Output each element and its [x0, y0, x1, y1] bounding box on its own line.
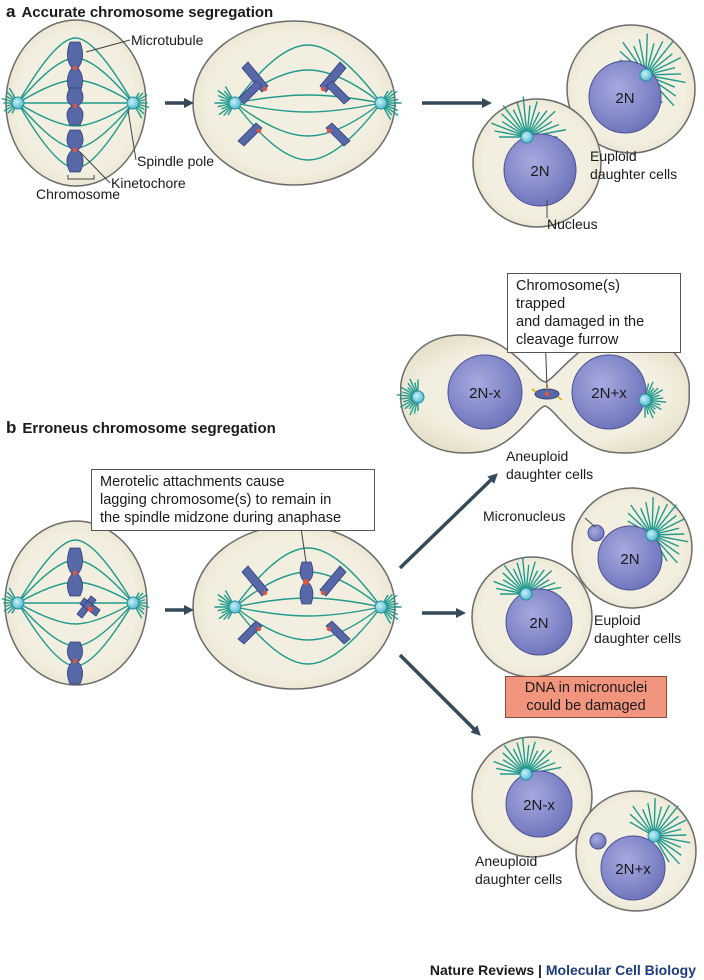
microtubule: [234, 606, 309, 617]
microtubule: [307, 597, 382, 608]
euploid-daughter-micronucleus: [571, 487, 693, 609]
nucleus-label: 2N+x: [615, 861, 651, 878]
microtubule: [307, 571, 382, 608]
nucleus: [447, 354, 523, 430]
nucleus-label: 2N: [615, 90, 634, 107]
microtubule: [75, 602, 134, 625]
label-aneuploid-bottom-2: daughter cells: [475, 871, 563, 887]
microtubule: [234, 44, 309, 104]
microtubule: [307, 547, 382, 608]
nucleus-label: 2N+x: [591, 385, 627, 402]
label-aneuploid-top-2: daughter cells: [506, 466, 594, 482]
label-micronucleus: Micronucleus: [483, 508, 566, 524]
journal-credit: Nature Reviews | Molecular Cell Biology: [429, 962, 696, 978]
anaphase-cell-b: [192, 524, 402, 690]
callout-trapped: Chromosome(s) trapped and damaged in the…: [507, 273, 681, 353]
microtubule: [307, 102, 382, 113]
label-euploid-a-2: daughter cells: [590, 166, 678, 182]
microtubule: [234, 102, 309, 137]
nucleus: [505, 588, 573, 656]
nucleus-label: 2N: [530, 163, 549, 180]
label-kinetochore: Kinetochore: [111, 175, 186, 191]
nucleus: [505, 770, 573, 838]
nucleus: [600, 835, 666, 901]
aneuploid-daughter-b: [575, 790, 697, 912]
euploid-daughter-b: [471, 556, 593, 678]
label-aneuploid-bottom-1: Aneuploid: [475, 853, 538, 869]
nucleus: [503, 133, 577, 207]
micronucleus: [587, 524, 605, 542]
microtubule: [307, 102, 382, 161]
microtubule: [307, 69, 382, 104]
label-aneuploid-top-1: Aneuploid: [506, 448, 569, 464]
microtubule: [75, 37, 134, 104]
label-euploid-b-1: Euploid: [594, 612, 641, 628]
euploid-daughter-top: [566, 24, 696, 154]
microtubule: [234, 606, 309, 641]
arrow: [398, 473, 498, 570]
chromosome: [237, 61, 351, 147]
nucleus-label: 2N: [620, 551, 639, 568]
spindle-pole: [11, 96, 25, 110]
microtubule: [502, 105, 528, 138]
microtubule: [17, 102, 76, 127]
label-nucleus: Nucleus: [547, 216, 598, 232]
microtubule: [234, 102, 309, 161]
cleavage-furrow-cell: [396, 334, 690, 454]
label-chromosome: Chromosome: [36, 186, 121, 202]
microtubule: [307, 606, 382, 617]
microtubule: [307, 44, 382, 104]
microtubule: [75, 102, 134, 127]
microtubule: [307, 102, 382, 137]
microtubule: [645, 41, 674, 76]
aneuploid-daughter-a: [471, 736, 593, 858]
nucleus-label: 2N-x: [523, 797, 555, 814]
microtubule: [234, 102, 309, 113]
label-euploid-b-2: daughter cells: [594, 630, 682, 646]
nucleus: [597, 525, 663, 591]
microtubule: [307, 606, 382, 665]
microtubule: [234, 606, 309, 665]
micronucleus: [589, 832, 607, 850]
microtubule: [75, 539, 134, 604]
euploid-daughter-bottom: [472, 96, 602, 228]
microtubule: [17, 602, 76, 625]
spindle-pole: [126, 96, 140, 110]
callout-dna-damage: DNA in micronuclei could be damaged: [505, 676, 667, 718]
callout-merotelic: Merotelic attachments cause lagging chro…: [91, 469, 375, 531]
nucleus-label: 2N: [529, 615, 548, 632]
label-microtubule: Microtubule: [131, 32, 204, 48]
nucleus: [571, 354, 647, 430]
anaphase-cell-a: [192, 20, 402, 186]
label-euploid-a-1: Euploid: [590, 148, 637, 164]
metaphase-cell-b: [1, 520, 150, 686]
microtubule: [522, 96, 528, 138]
microtubule: [17, 37, 76, 104]
microtubule: [234, 547, 309, 608]
arrow: [398, 653, 481, 736]
microtubule: [17, 539, 76, 604]
label-spindle-pole: Spindle pole: [137, 153, 215, 169]
metaphase-cell-a: [1, 19, 150, 187]
nucleus-label: 2N-x: [469, 385, 501, 402]
